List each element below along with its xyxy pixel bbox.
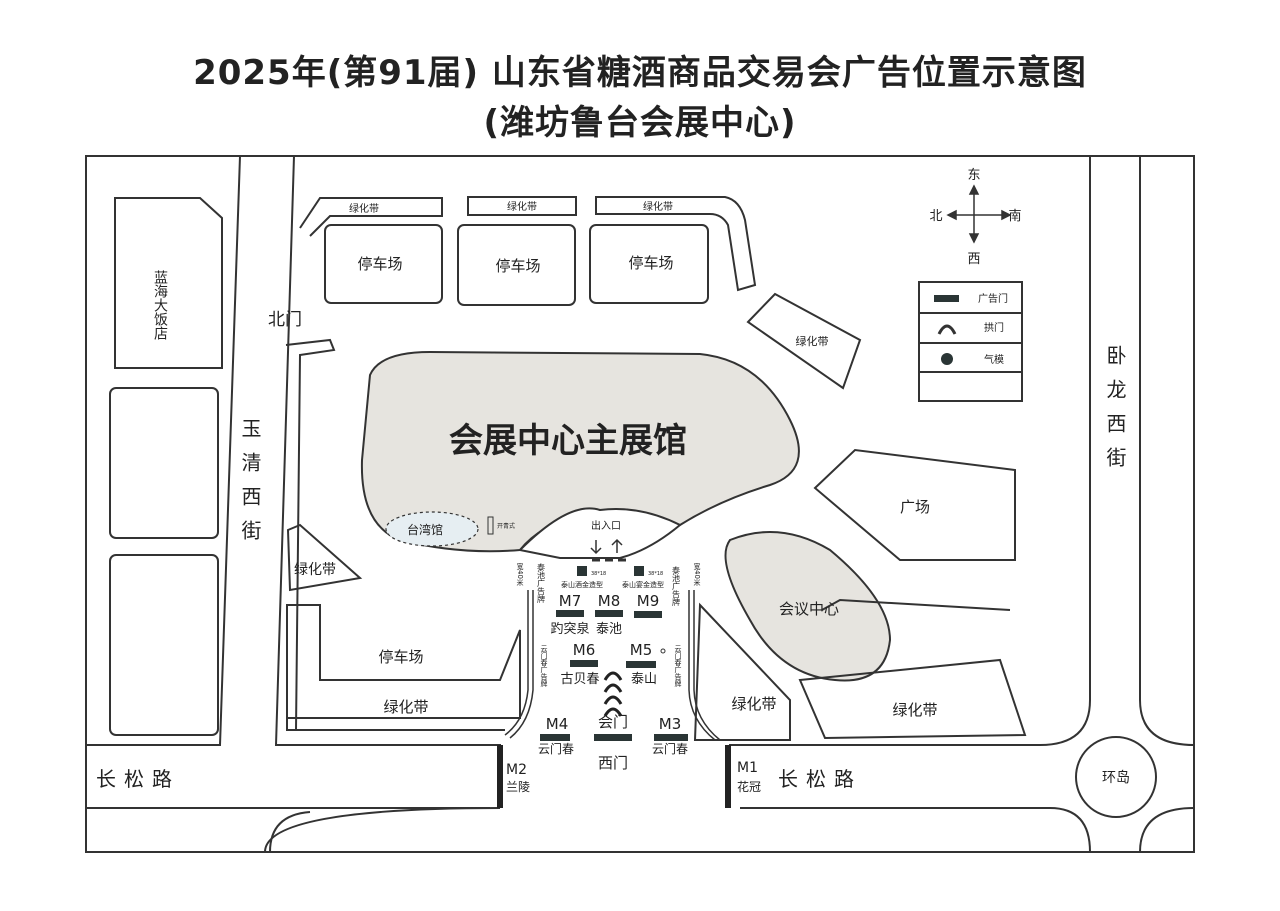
sign-size: 宽40米 (693, 562, 701, 587)
green-belt-label: 绿化带 (643, 200, 673, 213)
green-belt-label: 绿化带 (731, 695, 776, 713)
compass-icon (946, 184, 1012, 244)
small-sign-label: 开青式 (497, 522, 515, 530)
compass-west: 西 (967, 252, 980, 267)
plaza (813, 448, 1016, 561)
ad-gate-id: M3 (659, 715, 682, 733)
ad-gate-id: M5 (630, 641, 653, 659)
model-label: 泰山宴金造型 (622, 580, 664, 589)
billboard-label: 泰池广告牌 (537, 562, 546, 604)
ad-gate-bar-icon (934, 295, 959, 302)
parking-label: 停车场 (495, 257, 540, 275)
map-frame (85, 155, 1195, 853)
compass-north: 北 (929, 209, 942, 224)
model-marker (577, 566, 587, 576)
legend-label: 广告门 (978, 292, 1008, 305)
road-yuqing-label: 玉清西街 (238, 418, 262, 554)
green-belt-label: 绿化带 (892, 701, 937, 719)
legend-label: 气模 (984, 353, 1004, 366)
plaza-label: 广场 (900, 498, 930, 516)
ad-gate-brand: 泰池 (596, 622, 622, 637)
model-label: 泰山酒金造型 (561, 580, 603, 589)
model-marker (634, 566, 644, 576)
hui-gate-label: 会门 (598, 713, 628, 731)
compass-east: 东 (967, 168, 980, 183)
ad-gate-brand: 古贝春 (560, 672, 599, 687)
map-title: 2025年(第91届) 山东省糖酒商品交易会广告位置示意图 (193, 53, 1087, 93)
north-gate-label: 北门 (268, 310, 302, 330)
road-edge (86, 155, 241, 746)
model-size: 38*18 (591, 571, 606, 577)
legend-label: 拱门 (984, 321, 1004, 334)
sign-size: 宽40米 (516, 562, 524, 587)
arch-icons (603, 671, 623, 717)
west-gate-label: 西门 (598, 754, 628, 772)
main-hall-label: 会展中心主展馆 (449, 421, 687, 461)
hotel-label: 蓝海大饭店 (152, 270, 168, 340)
green-belt-label: 绿化带 (294, 562, 336, 578)
green-belt-label: 绿化带 (507, 200, 537, 213)
ad-gate-id: M4 (546, 715, 569, 733)
conference-label: 会议中心 (779, 600, 839, 618)
hotel-block (114, 197, 223, 369)
roundabout (1075, 736, 1157, 818)
taiwan-hall-label: 台湾馆 (407, 522, 443, 537)
road-edge (729, 156, 1091, 808)
ad-gate-brand: 云门春 (538, 741, 574, 756)
green-belt-label: 绿化带 (383, 698, 428, 716)
ad-gate-id: M7 (559, 592, 582, 610)
ad-gate-brand: 趵突泉 (550, 621, 589, 637)
green-belt-label: 绿化带 (349, 202, 379, 215)
legend-box (918, 281, 1023, 402)
ad-gate-brand: 花冠 (737, 779, 761, 794)
ad-gate-id: M9 (637, 592, 660, 610)
billboard-label: 泰池广告牌 (672, 565, 681, 607)
model-size: 38*18 (648, 571, 663, 577)
ad-gate-id: M6 (573, 641, 596, 659)
conference-center (724, 531, 892, 682)
road-changsong-label: 长松路 (778, 767, 862, 791)
ad-gate-brand: 泰山 (631, 672, 657, 687)
balloon-dot-icon (941, 353, 953, 365)
billboard-label: 云门春广告牌 (674, 645, 682, 688)
ad-gate-id: M8 (598, 592, 621, 610)
parking-label: 停车场 (628, 254, 673, 272)
ad-gate-bars (540, 610, 688, 741)
ad-gate-id: M1 (737, 760, 758, 776)
billboard-label: 云门春广告牌 (540, 645, 548, 688)
map-subtitle: (潍坊鲁台会展中心) (483, 103, 797, 143)
ad-gate-brand: 云门春 (652, 741, 688, 756)
parking-label: 停车场 (357, 255, 402, 273)
green-belt-label: 绿化带 (796, 334, 829, 348)
parking-label: 停车场 (378, 648, 423, 666)
taiwan-hall (385, 511, 479, 547)
road-changsong-label: 长松路 (96, 767, 180, 791)
entrance-arrows-icon (590, 538, 623, 555)
entrance-label: 出入口 (591, 519, 621, 532)
arch-icon (937, 324, 957, 335)
ad-gate-brand: 兰陵 (506, 780, 530, 794)
ad-gate-id: M2 (506, 762, 527, 778)
road-wolong-label: 卧龙西街 (1103, 345, 1127, 481)
compass-south: 南 (1008, 208, 1021, 224)
roundabout-label: 环岛 (1102, 770, 1130, 786)
